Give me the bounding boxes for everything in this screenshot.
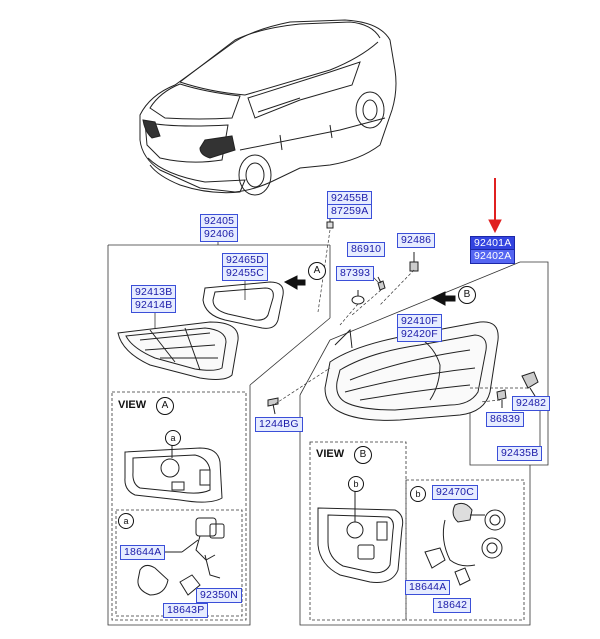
vehicle-illustration <box>139 19 397 196</box>
part-label-92402A[interactable]: 92402A <box>470 249 516 264</box>
view-a-title: VIEW <box>118 399 147 411</box>
detail-a-sub-marker: a <box>118 513 134 529</box>
part-label-92350N[interactable]: 92350N <box>196 588 242 603</box>
part-label-86910[interactable]: 86910 <box>347 242 386 257</box>
bulb-socket-b <box>424 502 506 586</box>
part-label-92455C[interactable]: 92455C <box>222 266 268 281</box>
part-label-18642[interactable]: 18642 <box>433 598 472 613</box>
part-label-18643P[interactable]: 18643P <box>163 603 209 618</box>
part-label-92420F[interactable]: 92420F <box>397 327 442 342</box>
part-label-86839[interactable]: 86839 <box>486 412 525 427</box>
part-label-92414B[interactable]: 92414B <box>131 298 177 313</box>
detail-b-sub-marker: b <box>410 486 426 502</box>
gasket-part <box>202 281 284 329</box>
view-b-letter: B <box>354 446 372 464</box>
view-a-box <box>111 391 247 621</box>
view-b-box <box>309 441 525 621</box>
detail-a-marker: a <box>165 430 181 446</box>
part-label-92435B[interactable]: 92435B <box>497 446 543 461</box>
part-label-87259A[interactable]: 87259A <box>327 204 373 219</box>
part-label-18644A-right[interactable]: 18644A <box>405 580 451 595</box>
part-label-18644A-left[interactable]: 18644A <box>120 545 166 560</box>
view-a-lamp <box>124 445 223 503</box>
part-label-87393[interactable]: 87393 <box>336 266 375 281</box>
part-label-92470C[interactable]: 92470C <box>432 485 478 500</box>
detail-b-marker: b <box>348 476 364 492</box>
main-tail-lamp <box>324 321 499 421</box>
part-label-92486[interactable]: 92486 <box>397 233 436 248</box>
right-lamp-group <box>299 242 549 626</box>
part-label-1244BG[interactable]: 1244BG <box>255 417 303 432</box>
arrow-b-marker: B <box>458 286 476 304</box>
part-label-92413B[interactable]: 92413B <box>131 285 177 300</box>
part-label-92482[interactable]: 92482 <box>512 396 551 411</box>
part-label-92455B[interactable]: 92455B <box>327 191 373 206</box>
inner-lamp-left <box>117 321 239 380</box>
view-b-title: VIEW <box>316 448 345 460</box>
view-b-arrow <box>430 291 456 306</box>
view-a-arrow <box>283 275 306 290</box>
view-b-lamp <box>317 492 404 583</box>
arrow-a-marker: A <box>308 262 326 280</box>
highlight-pointer-arrow <box>488 178 502 234</box>
part-label-92406[interactable]: 92406 <box>200 227 239 242</box>
view-a-letter: A <box>156 397 174 415</box>
bulb-socket-a <box>137 517 225 596</box>
